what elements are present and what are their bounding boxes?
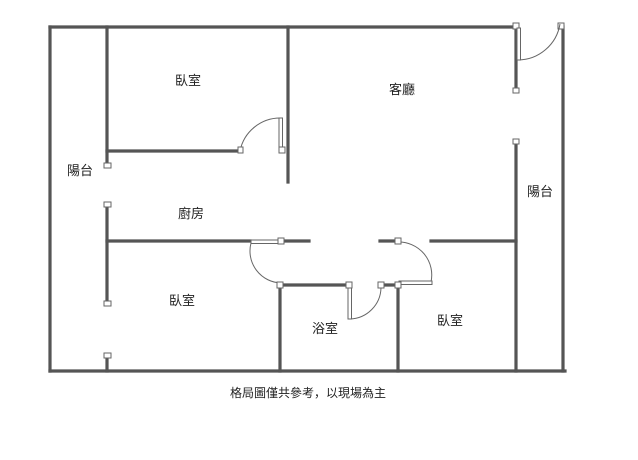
room-label-balcony-right: 陽台 — [527, 185, 553, 200]
room-label-bathroom: 浴室 — [312, 321, 338, 337]
wall-jambs — [103, 22, 565, 359]
door-bathroom — [345, 281, 385, 320]
jamb — [103, 352, 112, 359]
doors — [237, 23, 561, 320]
jamb — [557, 22, 565, 30]
walls — [48, 25, 567, 373]
room-label-living-room: 客廳 — [389, 82, 415, 98]
room-label-bedroom-top: 臥室 — [175, 73, 201, 89]
room-label-balcony-left: 陽台 — [67, 164, 93, 179]
jamb — [103, 162, 112, 169]
room-label-kitchen: 廚房 — [178, 206, 204, 222]
jamb — [103, 201, 112, 208]
jamb — [512, 138, 520, 145]
door-entry — [516, 23, 561, 61]
jamb — [512, 87, 520, 94]
door-bedroom-top — [237, 117, 286, 154]
door-bedroom-bottom-left — [249, 237, 285, 289]
floorplan-caption: 格局圖僅共參考，以現場為主 — [230, 385, 386, 400]
room-label-bedroom-bottom-right: 臥室 — [437, 313, 463, 329]
jamb — [512, 22, 520, 30]
room-label-bedroom-bottom-left: 臥室 — [169, 293, 195, 309]
jamb — [103, 300, 112, 307]
door-bedroom-bottom-right — [394, 237, 433, 289]
